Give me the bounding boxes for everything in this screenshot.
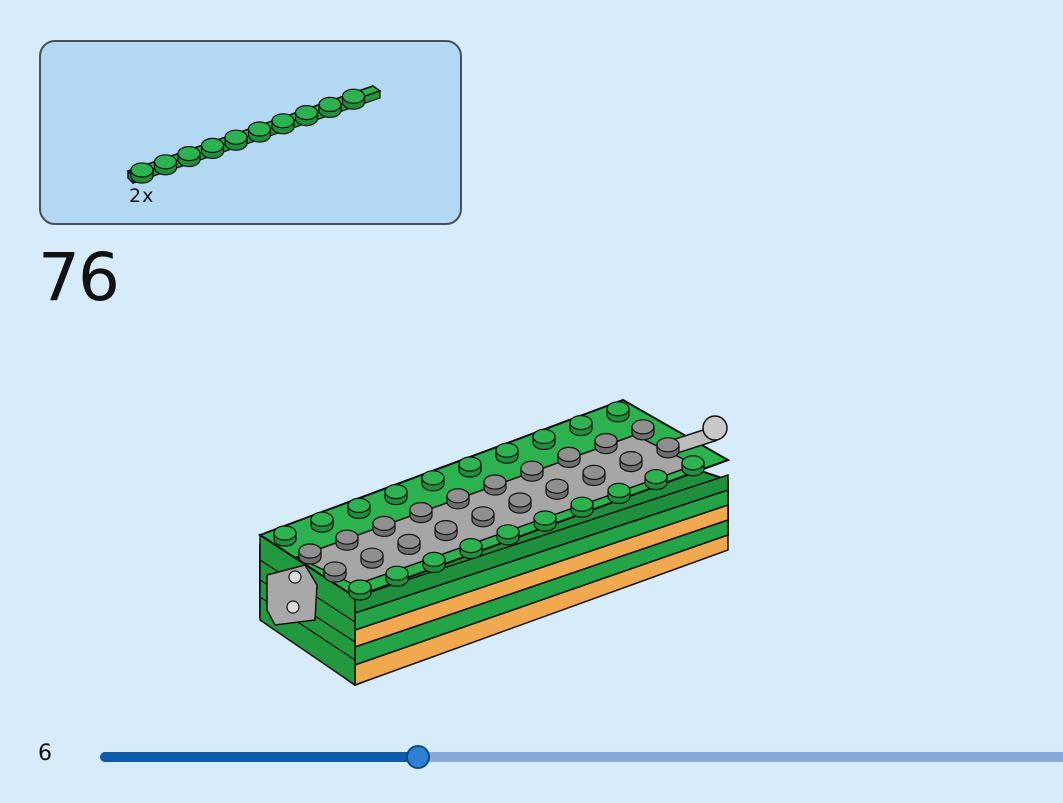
brick-stud	[341, 88, 366, 110]
brick-stud	[619, 450, 643, 473]
brick-stud	[681, 455, 705, 477]
brick-stud	[271, 113, 295, 135]
brick-stud	[384, 483, 408, 506]
page-number: 6	[38, 741, 52, 766]
brick-stud	[347, 497, 371, 519]
brick-stud	[533, 510, 557, 532]
brick-stud	[421, 470, 445, 492]
brick-stud	[318, 96, 342, 118]
green-plate-icon	[126, 85, 382, 184]
brick-stud	[409, 501, 433, 524]
brick-stud	[422, 551, 446, 573]
brick-stud	[606, 401, 630, 423]
brick-stud	[298, 543, 322, 565]
brick-stud	[520, 460, 544, 482]
brick-stud	[496, 524, 520, 546]
brick-stud	[631, 419, 655, 441]
brick-stud	[310, 511, 334, 533]
model-assembly-illustration	[257, 398, 731, 687]
brick-stud	[459, 538, 483, 560]
brick-stud	[130, 162, 154, 184]
brick-stud	[644, 468, 668, 491]
brick-stud	[323, 561, 347, 583]
brick-stud	[569, 414, 593, 437]
brick-stud	[397, 533, 421, 555]
brick-stud	[200, 137, 225, 159]
brick-stud	[557, 446, 581, 468]
brick-stud	[153, 154, 178, 176]
brick-stud	[247, 121, 272, 143]
progress-fill	[100, 752, 418, 762]
brick-stud	[656, 437, 680, 459]
brick-stud	[582, 464, 606, 486]
brick-stud	[372, 515, 396, 537]
brick-stud	[348, 579, 372, 601]
part-quantity-label: 2x	[129, 185, 155, 207]
brick-stud	[607, 482, 631, 504]
brick-stud	[360, 547, 384, 569]
brick-stud	[294, 104, 319, 127]
brick-stud	[224, 129, 248, 151]
step-number: 76	[38, 239, 120, 316]
brick-stud	[177, 145, 201, 168]
brick-stud	[545, 478, 569, 500]
brick-stud	[495, 442, 519, 464]
brick-stud	[458, 456, 482, 478]
brick-stud	[335, 529, 359, 551]
brick-stud	[508, 492, 532, 514]
brick-stud	[532, 428, 556, 450]
progress-bar	[100, 745, 1063, 769]
brick-stud	[434, 520, 458, 542]
brick-stud	[594, 432, 618, 455]
brick-stud	[483, 474, 507, 496]
brick-stud	[273, 525, 297, 547]
brick-stud	[570, 496, 594, 518]
brick-stud	[446, 488, 470, 510]
brick-stud	[385, 565, 409, 587]
parts-callout: 2x	[39, 40, 462, 225]
progress-knob[interactable]	[405, 745, 430, 769]
brick-stud	[471, 506, 495, 528]
